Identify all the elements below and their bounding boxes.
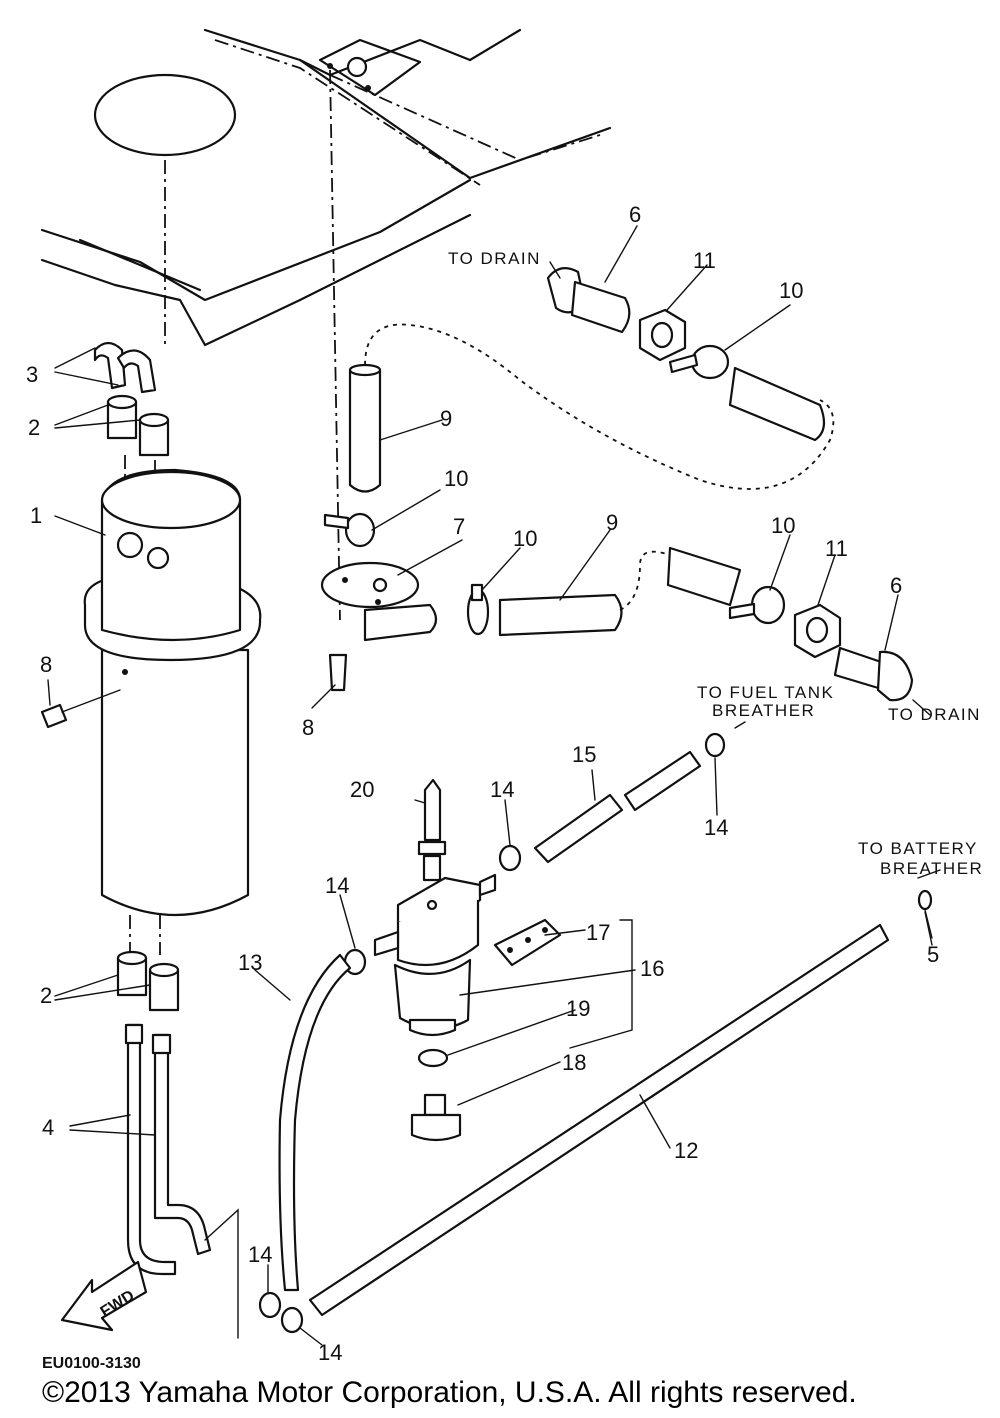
callout-11-lower: 11 (825, 536, 848, 561)
nut-part-11-lower (793, 603, 842, 659)
callout-10-a: 10 (444, 466, 468, 491)
clamp-part-10-a (323, 512, 376, 548)
filter-assembly-part-16 (373, 873, 497, 1037)
note-to-drain-upper: TO DRAIN (448, 249, 541, 268)
hose-part-9-lower (498, 546, 742, 637)
callout-9-upper: 9 (440, 406, 452, 431)
callout-14-d: 14 (248, 1242, 272, 1267)
drain-plug-part-18 (410, 1093, 462, 1142)
callout-19: 19 (566, 996, 590, 1021)
callout-10-c: 10 (779, 278, 803, 303)
callout-18: 18 (562, 1050, 586, 1075)
grommets-upper-part-2 (106, 394, 170, 457)
callout-5: 5 (927, 942, 939, 967)
clamp-part-14-b (704, 732, 726, 758)
callout-7: 7 (453, 514, 465, 539)
callout-14-e: 14 (318, 1340, 342, 1365)
callout-3: 3 (26, 362, 38, 387)
grommets-lower-part-2 (116, 950, 180, 1012)
clamp-part-14-e (280, 1306, 304, 1334)
alignment-lines (124, 69, 341, 955)
hose-part-9-upper (348, 323, 835, 493)
callout-2-upper: 2 (28, 415, 40, 440)
callout-13: 13 (238, 950, 262, 975)
canister-part-1 (83, 468, 262, 916)
callout-16: 16 (640, 956, 664, 981)
callout-9-lower: 9 (606, 510, 618, 535)
plate-part-7 (320, 561, 438, 642)
callout-8-left: 8 (40, 652, 52, 677)
callout-10-d: 10 (771, 513, 795, 538)
callout-numbers: 3 2 1 8 2 4 9 10 7 10 9 8 6 11 10 10 11 … (26, 202, 939, 1365)
destination-notes: TO DRAIN TO DRAIN TO FUEL TANK BREATHER … (448, 249, 983, 878)
callout-1: 1 (30, 503, 42, 528)
fwd-arrow: FWD (60, 1260, 148, 1332)
callout-14-b: 14 (704, 815, 728, 840)
note-fuel-tank-breather-2: BREATHER (712, 701, 815, 720)
callout-12: 12 (674, 1138, 698, 1163)
callout-2-lower: 2 (40, 983, 52, 1008)
callout-6-upper: 6 (629, 202, 641, 227)
screw-part-8-center (328, 653, 348, 692)
clamp-part-10-c (668, 344, 730, 380)
screw-part-8-left (40, 689, 121, 729)
note-to-drain-lower: TO DRAIN (888, 705, 981, 724)
callout-20: 20 (350, 777, 374, 802)
leader-lines (47, 225, 941, 1346)
drawing-code: EU0100-3130 (42, 1355, 141, 1372)
hose-part-12 (308, 923, 890, 1317)
callout-11-upper: 11 (693, 248, 716, 273)
clamp-part-10-d (728, 585, 786, 625)
note-battery-breather-1: TO BATTERY (858, 839, 978, 858)
fitting-part-20 (417, 778, 447, 882)
callout-4: 4 (42, 1115, 54, 1140)
copyright-notice: ©2013 Yamaha Motor Corporation, U.S.A. A… (42, 1376, 857, 1409)
tubes-part-4 (124, 1023, 212, 1276)
elbow-hoses-part-3 (93, 341, 157, 394)
drain-fitting-part-6-upper (546, 267, 631, 334)
o-ring-part-19 (417, 1048, 449, 1068)
drain-fitting-part-6-lower (833, 646, 914, 702)
hull-deck (40, 28, 612, 347)
nut-part-11-upper (638, 308, 687, 362)
callout-10-b: 10 (513, 526, 537, 551)
callout-15: 15 (572, 742, 596, 767)
callout-17: 17 (586, 920, 610, 945)
clamp-part-10-b (466, 583, 490, 636)
callout-8-center: 8 (302, 715, 314, 740)
group-brackets (204, 919, 633, 1339)
note-fuel-tank-breather-1: TO FUEL TANK (697, 683, 834, 702)
callout-6-lower: 6 (890, 573, 902, 598)
bracket-part-17 (493, 918, 562, 967)
hose-part-9-right-upper (728, 366, 826, 442)
hose-part-15 (533, 750, 702, 864)
clamp-part-14-d (258, 1291, 282, 1319)
clamp-part-14-a (498, 844, 522, 872)
note-battery-breather-2: BREATHER (880, 859, 983, 878)
callout-14-a: 14 (490, 777, 514, 802)
hose-part-13 (278, 953, 352, 1292)
callout-14-c: 14 (325, 873, 349, 898)
